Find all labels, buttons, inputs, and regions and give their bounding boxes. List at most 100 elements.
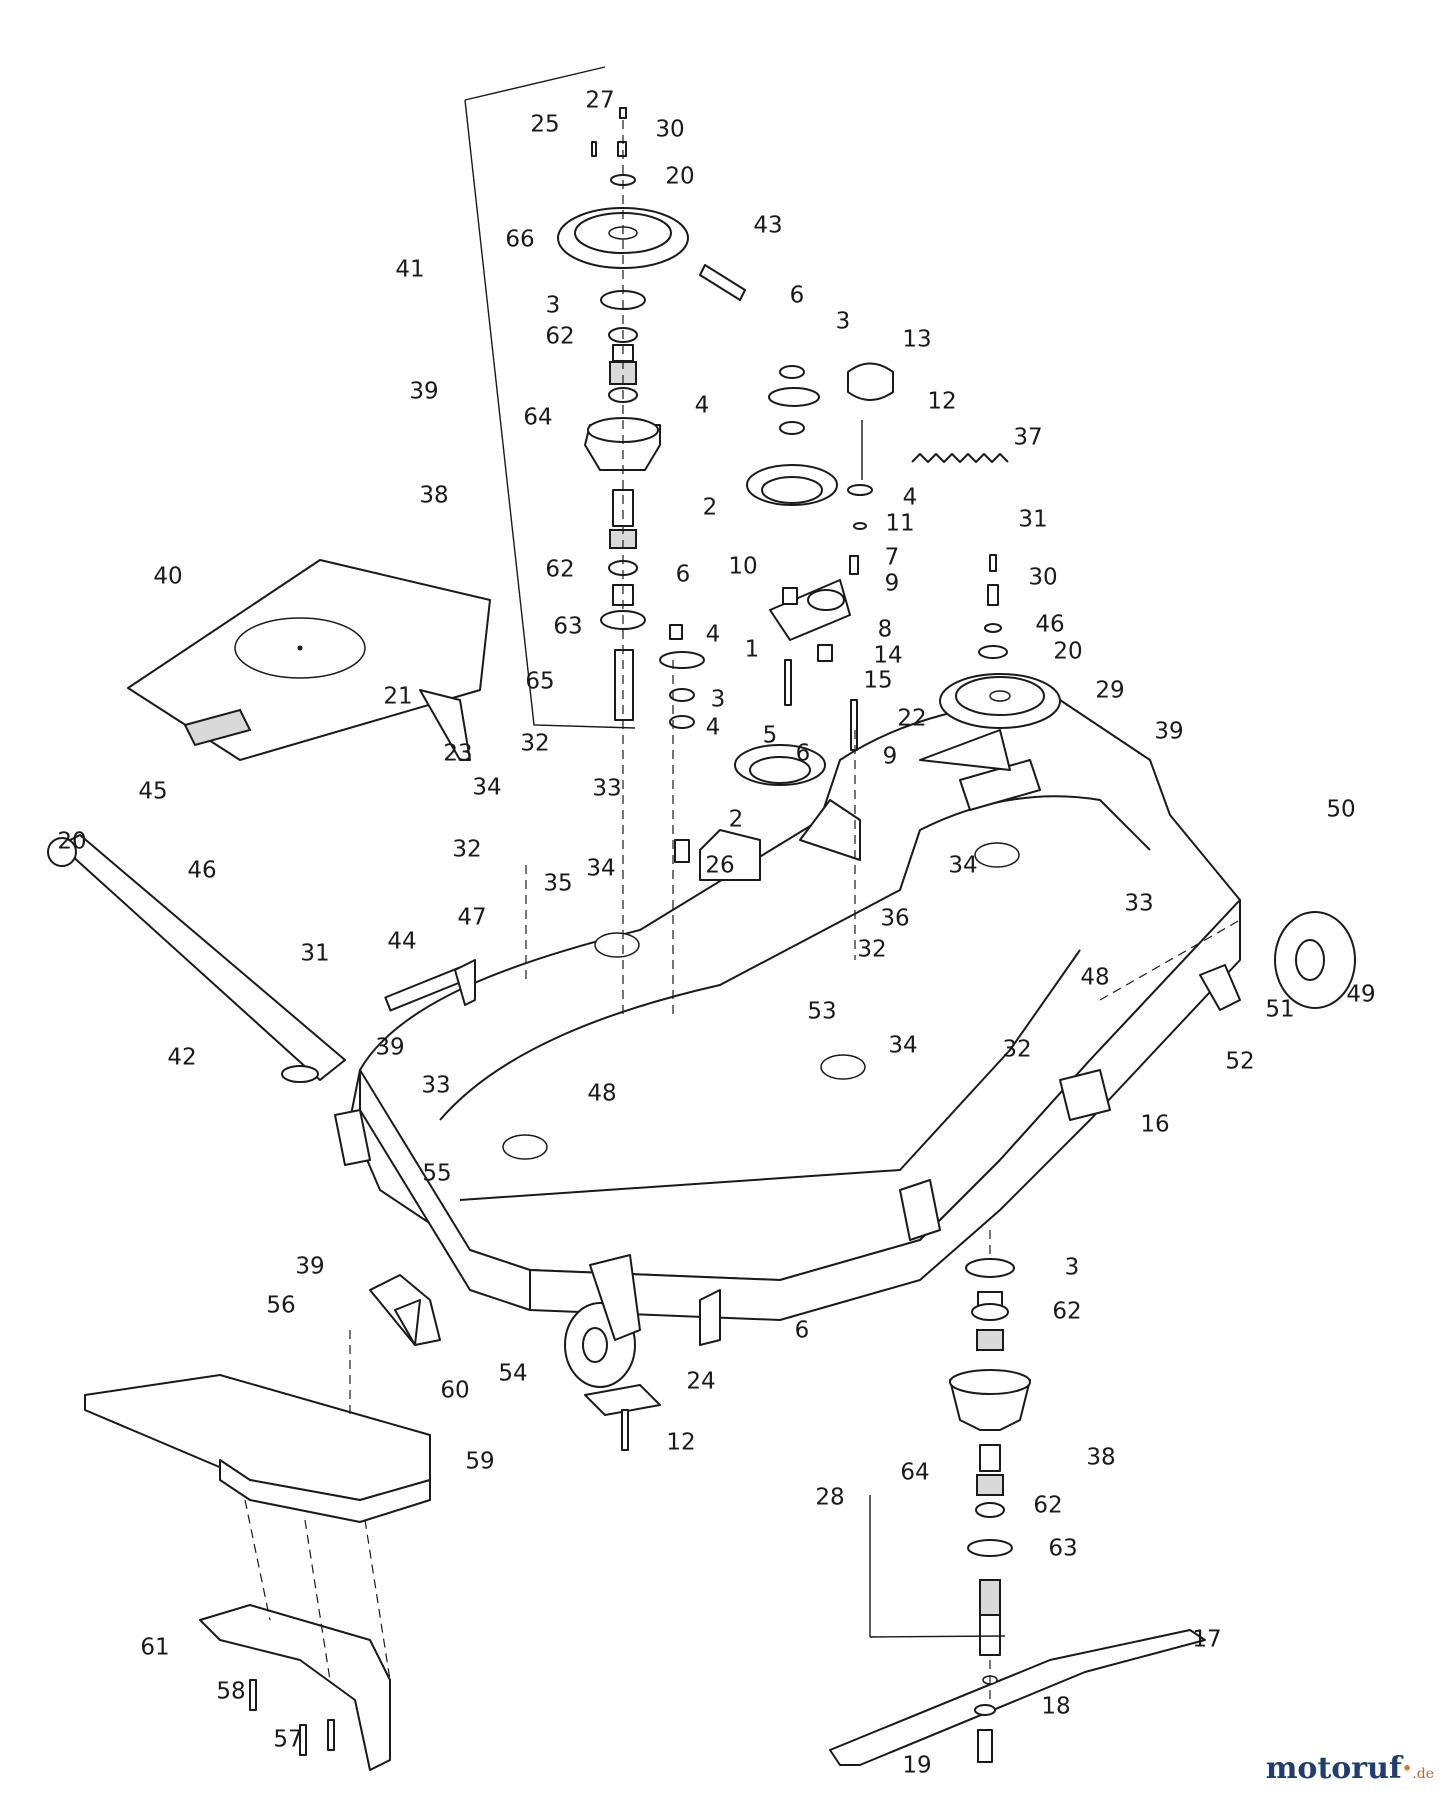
callout-47: 47 — [457, 905, 486, 931]
callout-33: 33 — [1124, 891, 1153, 917]
callout-14: 14 — [873, 643, 902, 669]
callout-9: 9 — [885, 571, 900, 597]
callout-28: 28 — [815, 1485, 844, 1511]
callout-32: 32 — [452, 837, 481, 863]
mower-blade — [829, 1629, 1206, 1766]
callout-37: 37 — [1013, 425, 1042, 451]
callout-27: 27 — [585, 88, 614, 114]
callout-20: 20 — [57, 829, 86, 855]
callout-40: 40 — [153, 564, 182, 590]
callout-18: 18 — [1041, 1694, 1070, 1720]
callout-30: 30 — [1028, 565, 1057, 591]
callout-39: 39 — [1154, 719, 1183, 745]
callout-34: 34 — [948, 853, 977, 879]
callout-5: 5 — [763, 723, 778, 749]
discharge-chute — [84, 1274, 441, 1523]
callout-56: 56 — [266, 1293, 295, 1319]
callout-4: 4 — [903, 485, 918, 511]
callout-13: 13 — [902, 327, 931, 353]
callout-41: 41 — [395, 257, 424, 283]
callout-19: 19 — [902, 1753, 931, 1779]
callout-3: 3 — [836, 309, 851, 335]
callout-49: 49 — [1346, 982, 1375, 1008]
idler-assembly — [659, 362, 1009, 863]
callout-62: 62 — [545, 324, 574, 350]
callout-12: 12 — [927, 389, 956, 415]
callout-26: 26 — [705, 853, 734, 879]
callout-64: 64 — [523, 405, 552, 431]
callout-39: 39 — [295, 1254, 324, 1280]
callout-4: 4 — [706, 715, 721, 741]
deck-cover — [127, 559, 491, 761]
callout-6: 6 — [795, 1318, 810, 1344]
callout-53: 53 — [807, 999, 836, 1025]
callout-11: 11 — [885, 511, 914, 537]
callout-42: 42 — [167, 1045, 196, 1071]
callout-30: 30 — [655, 117, 684, 143]
upper-spindle-assembly — [557, 107, 689, 721]
lower-spindle-assembly — [949, 1258, 1031, 1656]
callout-39: 39 — [409, 379, 438, 405]
callout-6: 6 — [790, 283, 805, 309]
callout-4: 4 — [695, 393, 710, 419]
mower-deck-housing — [334, 699, 1241, 1346]
callout-2: 2 — [703, 495, 718, 521]
callout-38: 38 — [1086, 1445, 1115, 1471]
callout-3: 3 — [546, 293, 561, 319]
callout-32: 32 — [857, 937, 886, 963]
callout-55: 55 — [422, 1161, 451, 1187]
callout-31: 31 — [1018, 507, 1047, 533]
callout-36: 36 — [880, 906, 909, 932]
callout-57: 57 — [273, 1727, 302, 1753]
callout-32: 32 — [520, 731, 549, 757]
callout-9: 9 — [883, 744, 898, 770]
callout-16: 16 — [1140, 1112, 1169, 1138]
callout-3: 3 — [711, 687, 726, 713]
callout-35: 35 — [543, 871, 572, 897]
callout-38: 38 — [419, 483, 448, 509]
callout-58: 58 — [216, 1679, 245, 1705]
callout-52: 52 — [1225, 1049, 1254, 1075]
callout-34: 34 — [888, 1033, 917, 1059]
watermark-logo: motoruf·.de — [1266, 1751, 1434, 1786]
callout-59: 59 — [465, 1449, 494, 1475]
callout-48: 48 — [1080, 965, 1109, 991]
callout-60: 60 — [440, 1378, 469, 1404]
callout-31: 31 — [300, 941, 329, 967]
callout-2: 2 — [729, 807, 744, 833]
chute-bracket — [199, 1604, 391, 1771]
watermark-tld: .de — [1412, 1766, 1434, 1782]
callout-43: 43 — [753, 213, 782, 239]
callout-6: 6 — [676, 562, 691, 588]
callout-33: 33 — [592, 776, 621, 802]
watermark-accent-icon: · — [1401, 1751, 1413, 1786]
callout-46: 46 — [187, 858, 216, 884]
callout-45: 45 — [138, 779, 167, 805]
callout-20: 20 — [1053, 639, 1082, 665]
callout-65: 65 — [525, 669, 554, 695]
callout-66: 66 — [505, 227, 534, 253]
gauge-wheel-arm — [47, 834, 476, 1083]
callout-62: 62 — [545, 557, 574, 583]
callout-7: 7 — [885, 545, 900, 571]
callout-20: 20 — [665, 164, 694, 190]
callout-32: 32 — [1002, 1037, 1031, 1063]
callout-51: 51 — [1265, 997, 1294, 1023]
watermark-brand: motoruf — [1265, 1751, 1402, 1786]
callout-23: 23 — [443, 741, 472, 767]
callout-33: 33 — [421, 1073, 450, 1099]
callout-61: 61 — [140, 1635, 169, 1661]
callout-17: 17 — [1192, 1627, 1221, 1653]
callout-46: 46 — [1035, 612, 1064, 638]
callout-3: 3 — [1065, 1255, 1080, 1281]
callout-6: 6 — [796, 741, 811, 767]
callout-4: 4 — [706, 622, 721, 648]
callout-29: 29 — [1095, 678, 1124, 704]
assembly-axes — [244, 120, 1241, 1700]
callout-22: 22 — [897, 706, 926, 732]
callout-21: 21 — [383, 684, 412, 710]
callout-12: 12 — [666, 1430, 695, 1456]
callout-34: 34 — [472, 775, 501, 801]
